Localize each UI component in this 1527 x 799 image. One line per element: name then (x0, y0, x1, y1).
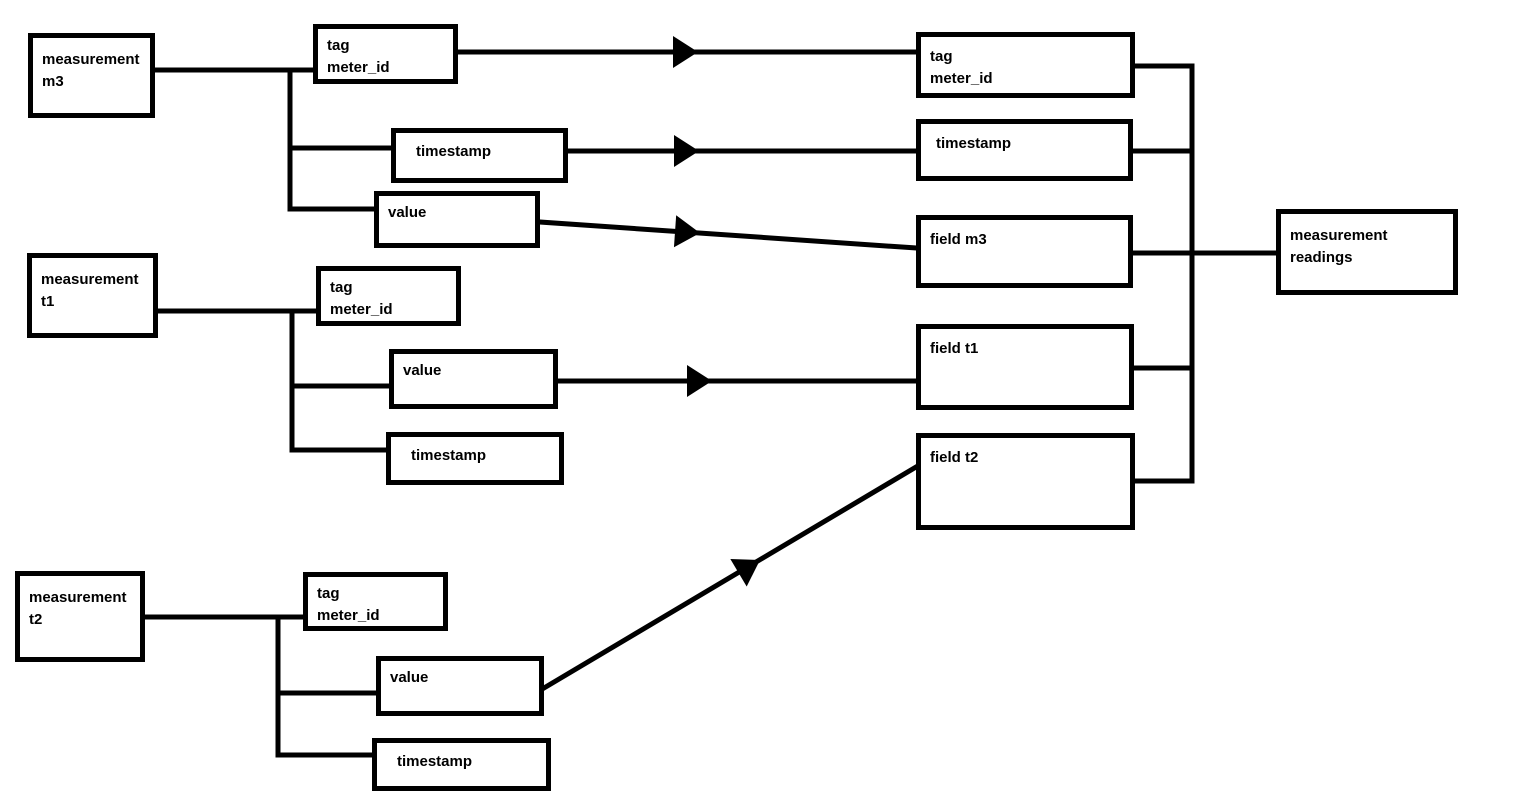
node-label: tag (327, 37, 350, 54)
node-label: tag (930, 48, 953, 65)
node-timestamp-target: timestamp (916, 119, 1133, 181)
node-measurement-readings: measurement readings (1276, 209, 1458, 295)
node-label: meter_id (317, 607, 380, 624)
node-label: measurement (1290, 227, 1388, 244)
node-label: readings (1290, 249, 1353, 266)
node-tag-meter-id-t2: tag meter_id (303, 572, 448, 631)
node-field-t2: field t2 (916, 433, 1135, 530)
node-field-t1: field t1 (916, 324, 1134, 410)
arrowhead-icon (730, 559, 760, 587)
node-timestamp-m3: timestamp (391, 128, 568, 183)
node-label: m3 (42, 73, 64, 90)
node-measurement-t2: measurement t2 (15, 571, 145, 662)
node-label: measurement (42, 51, 140, 68)
node-label: t1 (41, 293, 55, 310)
node-label: meter_id (330, 301, 393, 318)
node-label: field t2 (930, 449, 979, 466)
node-field-m3: field m3 (916, 215, 1133, 288)
arrowhead-icon (674, 135, 699, 167)
edge-arrow-value-t2-to-field-t2 (540, 463, 920, 692)
node-timestamp-t1: timestamp (386, 432, 564, 485)
node-timestamp-t2: timestamp (372, 738, 551, 791)
arrowhead-icon (687, 365, 712, 397)
node-label: measurement (29, 589, 127, 606)
node-label: value (390, 669, 429, 686)
node-label: timestamp (416, 143, 492, 160)
node-label: timestamp (397, 753, 473, 770)
node-label: meter_id (327, 59, 390, 76)
node-label: meter_id (930, 70, 993, 87)
node-measurement-t1: measurement t1 (27, 253, 158, 338)
node-label: value (403, 362, 442, 379)
node-label: field t1 (930, 340, 979, 357)
node-label: tag (330, 279, 353, 296)
node-tag-meter-id-m3: tag meter_id (313, 24, 458, 84)
arrowhead-icon (673, 215, 700, 248)
node-label: t2 (29, 611, 43, 628)
node-value-m3: value (374, 191, 540, 248)
node-label: field m3 (930, 231, 987, 248)
edge-arrow-value-m3-to-field-m3 (537, 219, 919, 251)
node-value-t1: value (389, 349, 558, 409)
node-value-t2: value (376, 656, 544, 716)
arrowhead-icon (673, 36, 698, 68)
node-label: measurement (41, 271, 139, 288)
node-label: timestamp (411, 447, 487, 464)
node-measurement-m3: measurement m3 (28, 33, 155, 118)
node-label: value (388, 204, 427, 221)
node-label: timestamp (936, 135, 1012, 152)
node-tag-meter-id-t1: tag meter_id (316, 266, 461, 326)
node-tag-meter-id-target: tag meter_id (916, 32, 1135, 98)
node-label: tag (317, 585, 340, 602)
